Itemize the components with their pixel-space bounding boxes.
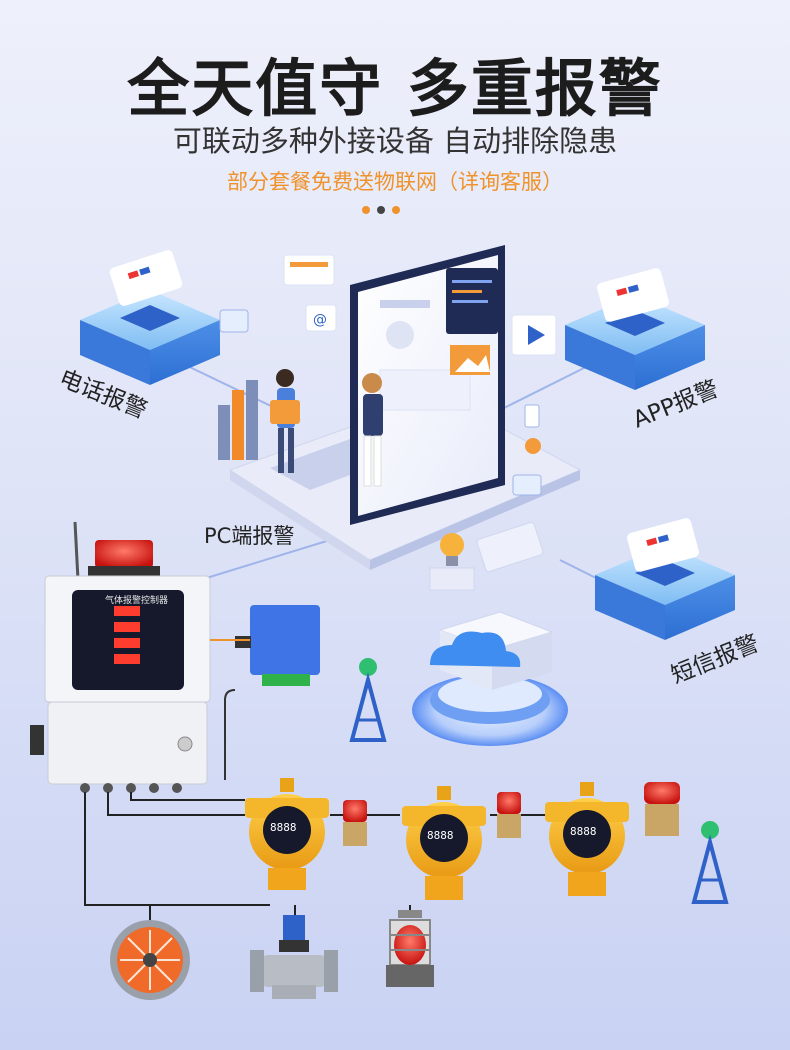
dot-icon xyxy=(362,206,370,214)
detector-3-display: 8888 xyxy=(570,825,597,838)
page-title: 全天值守 多重报警 xyxy=(127,52,663,125)
detector-1-display: 8888 xyxy=(270,821,297,834)
dot-icon xyxy=(377,206,385,214)
detector-2-display: 8888 xyxy=(427,829,454,842)
app-alarm-cube xyxy=(565,268,705,390)
solenoid-valve-icon xyxy=(250,915,338,999)
signal-tower-icon xyxy=(691,821,729,904)
gas-alarm-controller xyxy=(30,521,211,793)
page-subtitle: 可联动多种外接设备 自动排除隐患 xyxy=(172,124,618,158)
decorative-dots xyxy=(362,206,432,216)
exhaust-fan-icon xyxy=(110,920,190,1000)
sms-alarm-cube xyxy=(595,518,735,640)
pc-alarm-label: PC端报警 xyxy=(204,524,295,548)
cloud-platform xyxy=(412,611,568,746)
alarm-lamp-icon xyxy=(386,910,434,987)
phone-alarm-cube xyxy=(80,250,249,385)
gas-detector-1 xyxy=(245,778,367,890)
promo-text: 部分套餐免费送物联网（详询客服） xyxy=(227,170,563,194)
gas-detector-2 xyxy=(402,786,521,900)
signal-tower-icon xyxy=(349,658,387,742)
laptop-illustration: @ xyxy=(218,245,582,591)
svg-text:@: @ xyxy=(313,312,327,328)
iot-module xyxy=(210,605,320,780)
dot-icon xyxy=(392,206,400,214)
controller-panel-title: 气体报警控制器 xyxy=(105,594,168,606)
gas-detector-3 xyxy=(545,782,680,896)
